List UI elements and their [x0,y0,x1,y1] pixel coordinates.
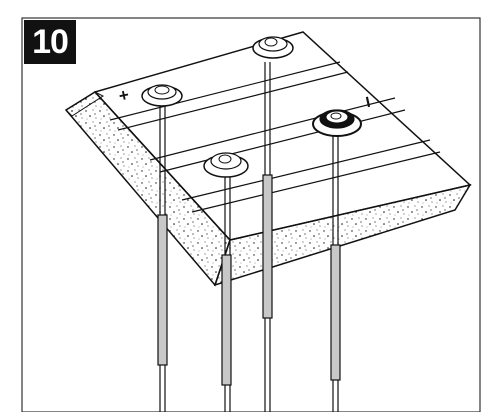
ceiling-canopy-icon [312,109,362,137]
step-badge: 10 [24,20,76,64]
suspension-cable-icon [157,100,168,412]
suspension-cable-icon [330,130,341,412]
step-number: 10 [32,23,69,61]
ceiling-canopy-icon [141,84,183,107]
ceiling-canopy-icon [252,36,294,59]
suspension-cable-icon [262,62,273,412]
suspension-cable-icon [221,175,232,412]
ceiling-canopy-icon [203,152,249,178]
